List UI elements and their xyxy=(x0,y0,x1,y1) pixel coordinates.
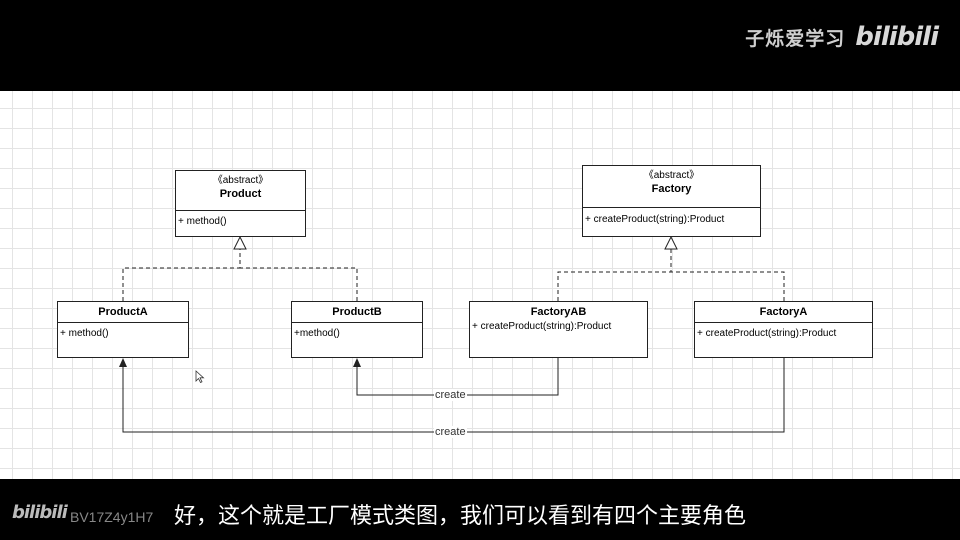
create-label-1: create xyxy=(434,389,467,401)
class-operation: + createProduct(string):Product xyxy=(697,328,837,339)
class-factoryAB[interactable]: FactoryAB + createProduct(string):Produc… xyxy=(469,301,648,358)
class-productA[interactable]: ProductA + method() xyxy=(57,301,189,358)
class-name: Factory xyxy=(651,183,692,195)
subtitle-caption: 好，这个就是工厂模式类图，我们可以看到有四个主要角色 xyxy=(166,498,755,536)
class-name: ProductB xyxy=(332,306,382,318)
diagram-canvas xyxy=(0,91,960,479)
class-operation: +method() xyxy=(294,328,340,339)
class-productB[interactable]: ProductB +method() xyxy=(291,301,423,358)
realization-edge-factoryA xyxy=(671,271,785,301)
create-arrowhead-productB xyxy=(353,358,361,367)
create-arrowhead-productA xyxy=(119,358,127,367)
mouse-cursor-icon xyxy=(195,370,205,384)
class-operation: + createProduct(string):Product xyxy=(472,321,612,332)
class-factory[interactable]: 《abstract》 Factory + createProduct(strin… xyxy=(582,165,761,237)
class-header: ProductB xyxy=(292,302,422,323)
realization-edge-productA xyxy=(122,249,241,301)
bilibili-footer-logo: bilibili xyxy=(12,502,68,523)
class-name: Product xyxy=(219,188,262,200)
class-factoryA[interactable]: FactoryA + createProduct(string):Product xyxy=(694,301,873,358)
class-name: FactoryAB xyxy=(530,306,587,318)
stereotype-label: 《abstract》 xyxy=(212,175,269,186)
class-product[interactable]: 《abstract》 Product + method() xyxy=(175,170,306,237)
bilibili-logo: bilibili xyxy=(855,22,939,52)
realization-edge-factoryAB xyxy=(557,249,672,301)
realization-edge-productB xyxy=(240,267,358,301)
stereotype-label: 《abstract》 xyxy=(643,170,700,181)
top-black-bar xyxy=(0,0,960,91)
video-id-watermark: BV17Z4y1H7 xyxy=(70,509,154,525)
class-header: FactoryA xyxy=(695,302,872,323)
class-operation: + method() xyxy=(60,328,109,339)
realization-arrowhead-product xyxy=(233,235,247,250)
channel-name: 子烁爱学习 xyxy=(745,27,846,50)
realization-arrowhead-factory xyxy=(664,235,678,250)
class-name: ProductA xyxy=(98,306,148,318)
class-operation: + createProduct(string):Product xyxy=(585,214,725,225)
channel-watermark: 子烁爱学习 bilibili xyxy=(745,22,939,52)
create-label-2: create xyxy=(434,426,467,438)
class-header: 《abstract》 Product xyxy=(176,171,305,211)
class-header: 《abstract》 Factory xyxy=(583,166,760,208)
class-operation: + method() xyxy=(178,216,227,227)
class-name: FactoryA xyxy=(759,306,808,318)
class-header: ProductA xyxy=(58,302,188,323)
class-header: FactoryAB xyxy=(470,302,647,319)
